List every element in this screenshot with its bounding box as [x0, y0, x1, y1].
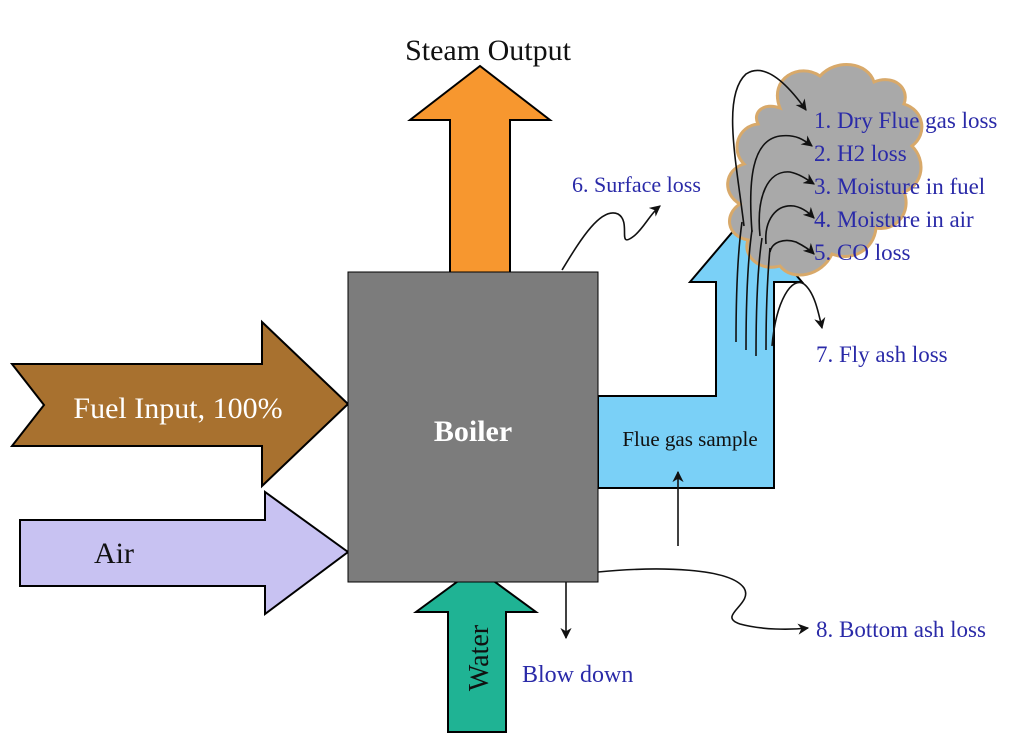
surface-loss-label: 6. Surface loss [572, 172, 701, 197]
water-arrow [412, 566, 540, 733]
boiler-label: Boiler [434, 415, 512, 448]
air-arrow [19, 490, 350, 616]
fuel-input-arrow [9, 319, 350, 489]
flue-loss-item: 3. Moisture in fuel [814, 174, 985, 199]
air-label: Air [94, 537, 134, 570]
fly-ash-loss-arrow [771, 281, 826, 347]
blow-down-label: Blow down [522, 662, 633, 688]
flue-stream-line-2 [749, 134, 813, 233]
bottom-ash-loss-label: 8. Bottom ash loss [816, 617, 986, 642]
flue-streamline-c [755, 237, 763, 357]
water-label: Water [464, 624, 495, 691]
flue-streamline-d [765, 247, 771, 351]
flue-stream-line-5 [769, 239, 815, 255]
flue-loss-item: 5. CO loss [814, 240, 911, 265]
flue-gas-sample-label: Flue gas sample [622, 427, 757, 451]
fly-ash-loss-label: 7. Fly ash loss [816, 342, 948, 367]
flue-stream-line-3 [758, 171, 815, 237]
bottom-ash-loss-arrow [597, 568, 810, 635]
fuel-input-label: Fuel Input, 100% [73, 392, 282, 425]
flue-stream-line-4 [765, 205, 815, 245]
boiler-block [347, 271, 599, 583]
flue-loss-item: 2. H2 loss [814, 141, 907, 166]
steam-output-arrow [407, 64, 553, 281]
steam-output-label: Steam Output [405, 34, 571, 67]
surface-loss-arrow [561, 205, 661, 271]
flue-loss-item: 1. Dry Flue gas loss [814, 108, 997, 133]
flue-streamline-a [735, 221, 743, 343]
flue-loss-item: 4. Moisture in air [814, 207, 974, 232]
flue-stream-line-1 [731, 69, 807, 227]
flue-loss-list: 1. Dry Flue gas loss 2. H2 loss 3. Moist… [814, 108, 997, 265]
flue-streamline-b [745, 229, 753, 351]
